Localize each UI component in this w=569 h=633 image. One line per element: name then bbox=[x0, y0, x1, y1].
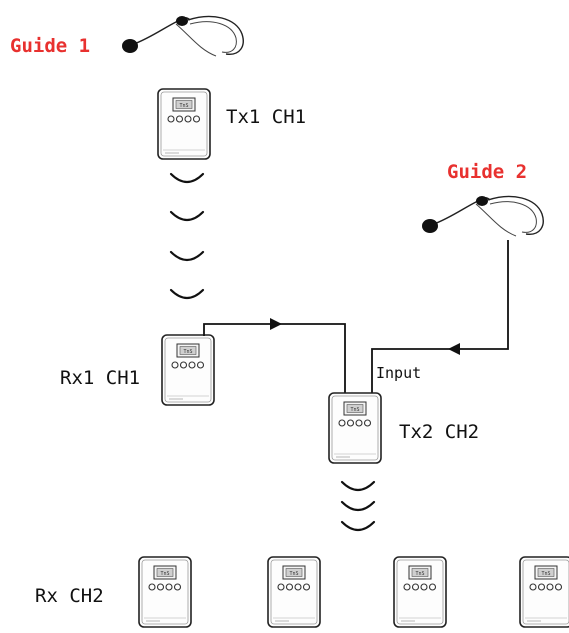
radio-wave-icon bbox=[340, 480, 376, 492]
radio-wave-icon bbox=[169, 172, 205, 184]
receiver-transmitter-device-icon bbox=[161, 334, 215, 406]
connector-line bbox=[203, 323, 346, 394]
radio-wave-icon bbox=[169, 250, 205, 262]
tx1-label: Tx1 CH1 bbox=[226, 106, 307, 128]
receiver-transmitter-device-icon bbox=[138, 556, 192, 628]
radio-wave-icon bbox=[169, 288, 205, 300]
receiver-transmitter-device-icon bbox=[157, 88, 211, 160]
rx-ch2-label: Rx CH2 bbox=[35, 585, 104, 607]
input-label: Input bbox=[376, 364, 422, 382]
arrow-icon bbox=[270, 318, 282, 330]
radio-wave-icon bbox=[340, 520, 376, 532]
headset-microphone-icon bbox=[421, 195, 544, 237]
rx1-label: Rx1 CH1 bbox=[60, 367, 141, 389]
guide1-label: Guide 1 bbox=[10, 35, 91, 57]
headset-microphone-icon bbox=[121, 15, 244, 57]
receiver-transmitter-device-icon bbox=[267, 556, 321, 628]
guide2-label: Guide 2 bbox=[447, 161, 528, 183]
tx2-label: Tx2 CH2 bbox=[399, 421, 480, 443]
radio-wave-icon bbox=[169, 210, 205, 222]
receiver-transmitter-device-icon bbox=[519, 556, 569, 628]
receiver-transmitter-device-icon bbox=[328, 392, 382, 464]
receiver-transmitter-device-icon bbox=[393, 556, 447, 628]
connector-line bbox=[371, 240, 509, 394]
arrow-icon bbox=[448, 343, 460, 355]
radio-wave-icon bbox=[340, 500, 376, 512]
